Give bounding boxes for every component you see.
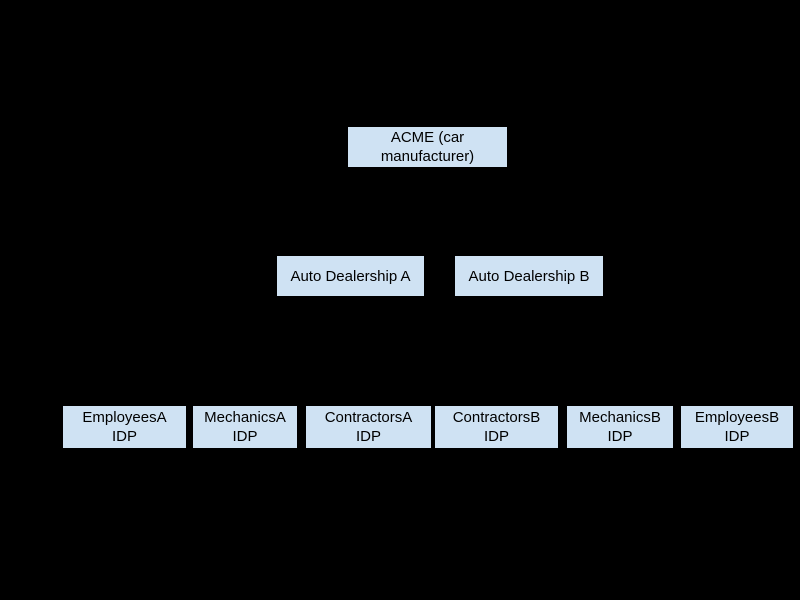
node-contractors-b-idp-label-line1: ContractorsB: [452, 409, 541, 426]
node-acme-label-line2: manufacturer): [380, 148, 475, 165]
node-mechanics-b-idp-label-line1: MechanicsB: [579, 409, 661, 426]
node-contractors-b-idp: ContractorsB IDP: [435, 406, 558, 448]
node-mechanics-a-idp-label-line2: IDP: [232, 428, 258, 445]
node-auto-dealership-b-label: Auto Dealership B: [468, 267, 590, 285]
node-auto-dealership-b: Auto Dealership B: [455, 256, 603, 296]
node-mechanics-a-idp-label-line1: MechanicsA: [204, 409, 286, 426]
node-employees-b-idp-label-line1: EmployeesB: [694, 409, 780, 426]
node-contractors-a-idp-label-line1: ContractorsA: [324, 409, 413, 426]
node-auto-dealership-a: Auto Dealership A: [277, 256, 424, 296]
node-employees-a-idp-label-line1: EmployeesA: [82, 409, 167, 426]
node-mechanics-a-idp: MechanicsA IDP: [193, 406, 297, 448]
node-contractors-a-idp-label-line2: IDP: [355, 428, 381, 445]
node-employees-b-idp-label-line2: IDP: [724, 428, 750, 445]
node-contractors-b-idp-label-line2: IDP: [483, 428, 509, 445]
node-contractors-a-idp: ContractorsA IDP: [306, 406, 431, 448]
node-employees-a-idp-label-line2: IDP: [111, 428, 137, 445]
node-mechanics-b-idp-label-line2: IDP: [607, 428, 633, 445]
node-mechanics-b-idp: MechanicsB IDP: [567, 406, 673, 448]
node-acme-label-line1: ACME (car: [390, 129, 465, 146]
node-acme: ACME (car manufacturer): [348, 127, 507, 167]
node-auto-dealership-a-label: Auto Dealership A: [290, 267, 411, 285]
node-employees-a-idp: EmployeesA IDP: [63, 406, 186, 448]
node-employees-b-idp: EmployeesB IDP: [681, 406, 793, 448]
